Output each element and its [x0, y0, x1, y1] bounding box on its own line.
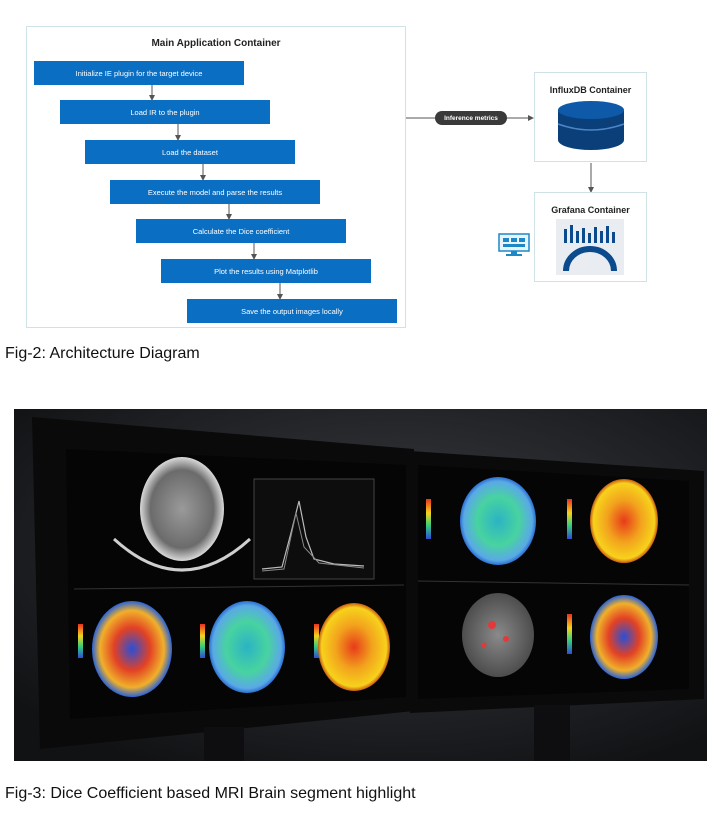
- inference-metrics-label: Inference metrics: [435, 111, 507, 125]
- grafana-title: Grafana Container: [551, 205, 630, 215]
- database-icon: [557, 101, 625, 150]
- diagram-arrows: [149, 85, 594, 300]
- mri-monitors-photo: [14, 409, 707, 761]
- main-application-container: [26, 26, 406, 328]
- monitor-icon: [498, 233, 530, 256]
- main-container-title: Main Application Container: [151, 38, 281, 49]
- step-save-images: Save the output images locally: [187, 299, 397, 323]
- step-load-ir: Load IR to the plugin: [60, 100, 270, 124]
- step-load-dataset: Load the dataset: [85, 140, 295, 164]
- step-initialize-plugin: Initialize IE plugin for the target devi…: [34, 61, 244, 85]
- step-execute-model: Execute the model and parse the results: [110, 180, 320, 204]
- fig2-caption: Fig-2: Architecture Diagram: [5, 345, 200, 362]
- fig3-caption: Fig-3: Dice Coefficient based MRI Brain …: [5, 785, 416, 802]
- step-dice-coefficient: Calculate the Dice coefficient: [136, 219, 346, 243]
- dashboard-gauge-icon: [556, 219, 624, 275]
- mri-scene: [14, 409, 707, 761]
- influxdb-title: InfluxDB Container: [549, 85, 632, 95]
- step-plot-results: Plot the results using Matplotlib: [161, 259, 371, 283]
